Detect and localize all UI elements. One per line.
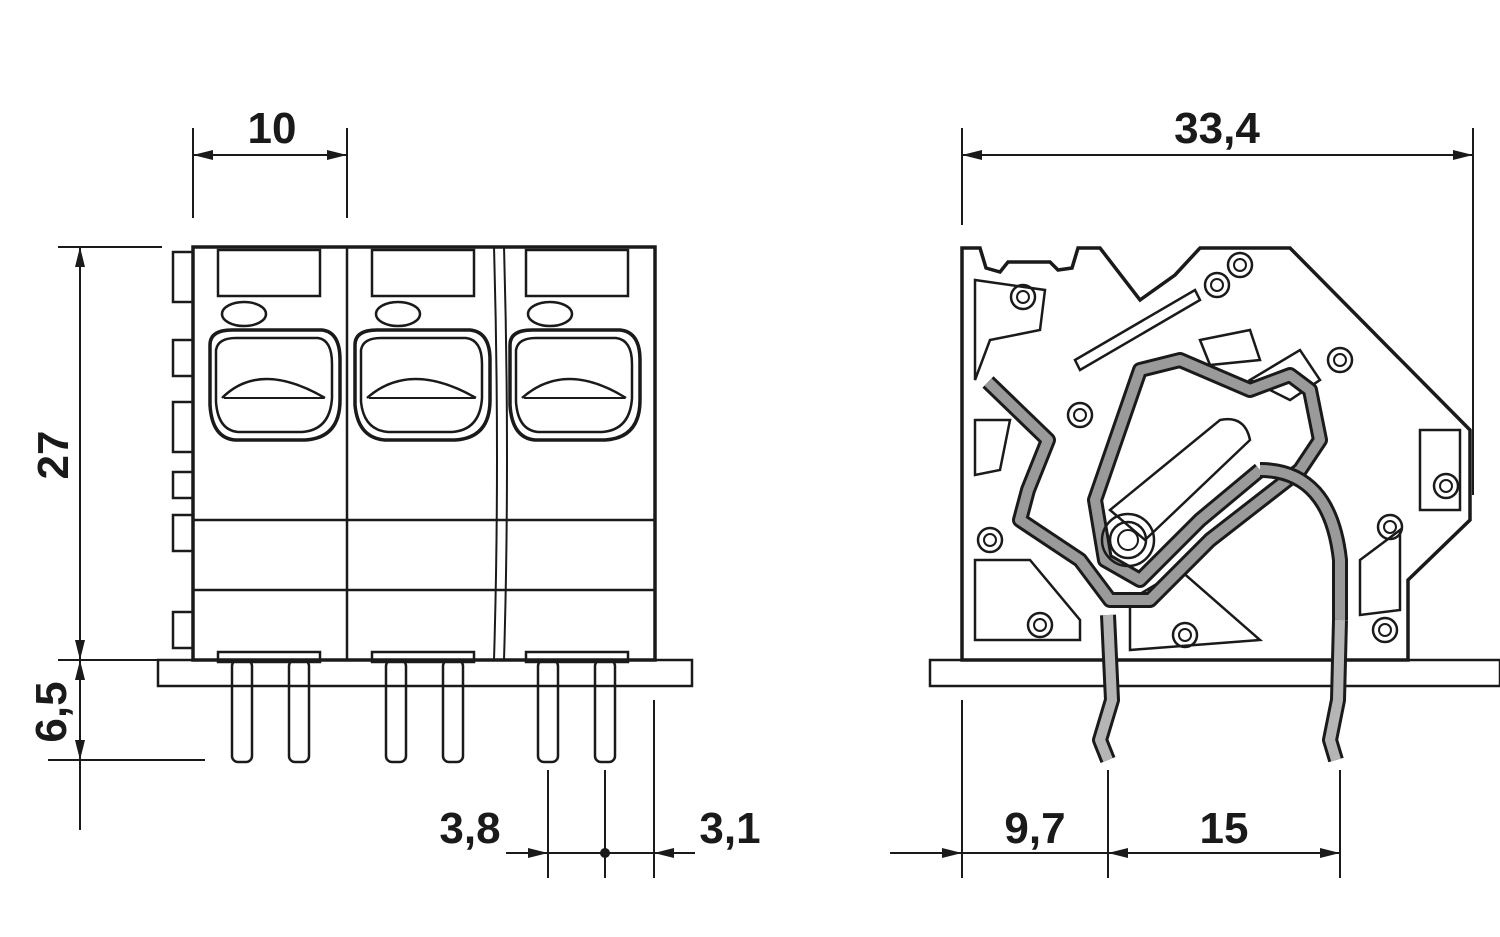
dim-height-label: 27 bbox=[29, 431, 78, 480]
module-3 bbox=[508, 248, 642, 442]
dim-pin-spacing-label: 15 bbox=[1200, 804, 1249, 853]
dim-side-pins: 9,7 15 bbox=[890, 700, 1341, 878]
dim-pitch: 10 bbox=[192, 104, 348, 218]
housing-holes bbox=[976, 251, 1460, 649]
dim-pin-length-label: 6,5 bbox=[27, 681, 76, 742]
side-notches bbox=[171, 250, 195, 650]
front-view: 10 27 6,5 3,8 3,1 bbox=[27, 104, 761, 878]
side-view: 33,4 9,7 15 bbox=[890, 104, 1500, 878]
dim-front-offset-label: 9,7 bbox=[1004, 804, 1065, 853]
dim-pin-offsets: 3,8 3,1 bbox=[439, 700, 761, 878]
side-pins bbox=[1092, 614, 1348, 763]
dim-pin-length: 6,5 bbox=[27, 660, 205, 830]
spring-clamp bbox=[982, 352, 1348, 620]
module-1 bbox=[208, 248, 342, 442]
dim-pitch-label: 10 bbox=[248, 104, 297, 153]
dim-depth-label: 33,4 bbox=[1174, 104, 1260, 153]
front-pins bbox=[216, 650, 630, 764]
module-2 bbox=[353, 248, 492, 442]
side-housing bbox=[960, 246, 1472, 662]
dim-pin-offset-label: 3,8 bbox=[439, 804, 500, 853]
dim-edge-offset-label: 3,1 bbox=[699, 804, 760, 853]
dim-depth: 33,4 bbox=[961, 104, 1474, 495]
dim-height: 27 bbox=[29, 246, 162, 661]
